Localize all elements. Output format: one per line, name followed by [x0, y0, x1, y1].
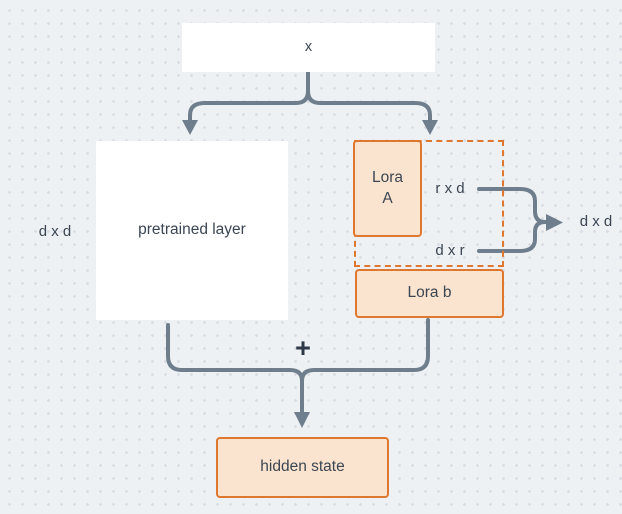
connector-split-right [306, 71, 432, 125]
label-plus-sum: + [295, 333, 311, 363]
arrowhead-down-right-icon [422, 120, 438, 135]
node-hidden-state-label: hidden state [260, 458, 345, 476]
node-lora-a: Lora A [353, 140, 422, 237]
connector-pretrained-down [166, 323, 304, 383]
node-hidden-state: hidden state [216, 437, 389, 498]
node-lora-b-label: Lora b [407, 284, 452, 302]
arrowhead-down-left-icon [182, 120, 198, 135]
connector-split-left [188, 71, 310, 125]
node-pretrained-layer-label: pretrained layer [138, 221, 246, 239]
node-lora-a-label: Lora A [371, 168, 404, 207]
arrowhead-right-icon [546, 214, 563, 231]
label-dxd-left: d x d [38, 223, 72, 240]
connector-lorab-down [300, 318, 430, 383]
arrowhead-down-center-icon [294, 412, 310, 428]
node-pretrained-layer: pretrained layer [96, 141, 288, 320]
label-dxr: d x r [435, 242, 465, 259]
node-input-x-label: x [304, 38, 313, 55]
label-dxd-right: d x d [579, 213, 613, 230]
node-input-x: x [182, 23, 435, 72]
label-rxd: r x d [435, 180, 465, 197]
node-lora-b: Lora b [355, 269, 504, 318]
